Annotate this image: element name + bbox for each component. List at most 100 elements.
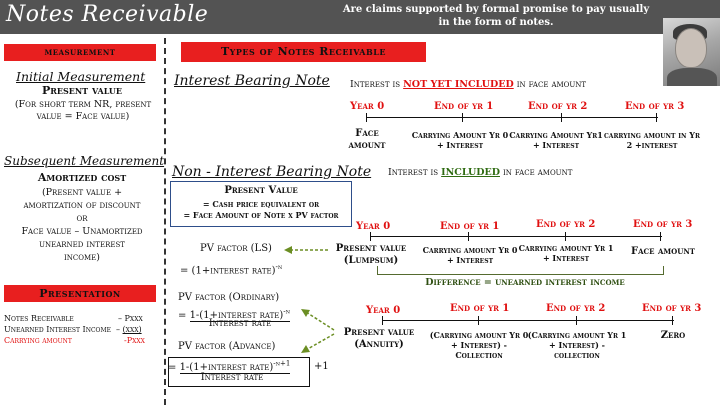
pres-row-value-3: -Pxxx [124,336,145,345]
types-label: Types of Notes Receivable [181,42,426,62]
ib-tick-1 [462,113,463,122]
nib-tick-0 [370,232,371,241]
header-description: Are claims supported by formal promise t… [342,4,650,28]
amortized-line-5: income) [64,252,100,263]
pv-adv-label: PV factor (Advance) [178,341,276,352]
ann-year-3: End of yr 3 [642,303,702,314]
ib-desc-post: in face amount [516,79,587,90]
pv-box-line-2: = Face Amount of Note x PV factor [183,210,339,220]
pres-row-value-2: – (xxx) [116,325,142,334]
pv-adv-formula: = 1-(1+interest rate)-n+1 [168,360,291,375]
ib-label-0: Face amount [348,128,386,151]
pv-adv-plus: +1 [314,361,329,372]
presenter-photo [663,18,720,86]
nib-tick-1 [468,232,469,241]
initial-measurement-note: (For short term NR, present value = Face… [14,99,152,122]
nib-desc-post: in face amount [503,167,573,178]
difference-label: Difference = unearned interest income [425,277,625,288]
pv-definition-box: Present Value = Cash price equivalent or… [170,181,352,227]
pv-ls-formula-text: = (1+interest rate) [180,265,276,277]
pv-adv-formula-box [168,357,310,387]
ann-year-0: Year 0 [366,305,401,316]
nib-year-3: End of yr 3 [633,219,693,230]
presentation-label: Presentation [4,285,156,302]
nib-year-0: Year 0 [356,221,391,232]
pv-ls-formula: = (1+interest rate)-n [180,261,282,277]
pv-ord-num-text: 1-(1+interest rate) [189,310,284,322]
pv-adv-exponent: -n+1 [273,360,291,368]
pv-ord-denominator: Interest rate [208,318,272,329]
ib-description: Interest is NOT YET INCLUDED in face amo… [350,79,586,91]
presenter-face [675,28,707,68]
ib-timeline [366,117,658,118]
ann-label-3: Zero [660,330,686,341]
nib-ls-label-1: Carrying amount Yr 0 + Interest [422,245,518,265]
nib-desc-highlight: INCLUDED [441,167,500,178]
amortized-or: or [76,213,88,224]
ib-label-1: Carrying Amount Yr 0 + Interest [411,130,509,150]
ann-label-0: Present value (Annuity) [343,327,415,350]
nib-ls-label-3: Face amount [631,246,695,257]
ib-tick-3 [656,113,657,122]
ann-timeline [382,320,674,321]
ann-tick-2 [576,316,577,325]
ib-tick-0 [366,113,367,122]
pv-ls-label: PV factor (LS) [200,243,272,254]
amortized-line-4: unearned interest [39,239,125,250]
initial-measurement-value: Present value [41,84,123,97]
ib-year-0: Year 0 [350,101,385,112]
ann-tick-1 [478,316,479,325]
pres-row-value-1: – Pxxx [118,314,143,323]
pv-ord-label: PV factor (Ordinary) [178,292,280,303]
ann-tick-0 [382,316,383,325]
pv-box-line-1: = Cash price equivalent or [202,199,320,209]
ib-year-2: End of yr 2 [528,101,588,112]
ib-tick-2 [561,113,562,122]
amortized-line-3: Face value – Unamortized [21,226,143,237]
nib-year-1: End of yr 1 [440,221,500,232]
page-title: Notes Receivable [6,2,209,27]
pres-row-value-1-text: Pxxx [124,314,143,323]
header-bar [0,0,720,34]
initial-measurement-title: Initial Measurement [16,69,146,84]
ib-desc-pre: Interest is [350,79,401,90]
dashed-arrow-icon [284,246,328,254]
pv-adv-numerator: 1-(1+interest rate)-n+1 [179,360,291,375]
pv-adv-denominator: Interest rate [200,372,264,383]
difference-bracket [377,266,664,275]
amortized-line-1: (Present value + [41,187,123,198]
dashed-arrows-icon [301,309,335,353]
amortized-line-2: amortization of discount [23,200,141,211]
ib-year-1: End of yr 1 [434,101,494,112]
nib-tick-2 [565,232,566,241]
ib-label-2: Carrying Amount Yr1 + Interest [509,130,603,150]
ann-label-2: (Carrying amount Yr 1 + Interest) - coll… [527,330,627,360]
pv-ls-exponent: -n [275,263,283,271]
pv-ord-formula: = 1-(1+interest rate)-n [178,308,291,323]
pv-ord-numerator: 1-(1+interest rate)-n [189,308,291,323]
nib-ls-label-0: Present value (Lumpsum) [335,243,407,266]
ann-year-2: End of yr 2 [546,303,606,314]
nib-year-2: End of yr 2 [536,219,596,230]
ann-tick-3 [672,316,673,325]
nib-timeline [370,236,662,237]
pres-row-label-2: Unearned Interest Income [4,325,111,334]
ib-desc-highlight: NOT YET INCLUDED [403,79,514,90]
nib-desc-pre: Interest is [388,167,439,178]
amortized-cost-label: Amortized cost [37,171,127,184]
nib-tick-3 [660,232,661,241]
pv-box-title: Present Value [224,185,298,196]
ib-label-3: carrying amount in Yr 2 +interest [604,130,700,150]
pv-adv-num-text: 1-(1+interest rate) [179,362,274,374]
presenter-body [667,68,717,86]
column-divider [164,38,166,405]
ann-label-1: (Carrying amount Yr 0 + Interest) - Coll… [429,330,529,360]
nib-ls-label-2: Carrying amount Yr 1 + Interest [518,243,614,263]
pv-ord-exponent: -n [283,308,291,316]
nib-title: Non - Interest Bearing Note [172,164,372,180]
pres-row-label-3: Carrying amount [4,336,72,345]
pres-row-label-1: Notes Receivable [4,314,74,323]
pres-row-value-3-text: Pxxx [126,336,145,345]
measurement-label: measurement [4,44,156,61]
ann-year-1: End of yr 1 [450,303,510,314]
